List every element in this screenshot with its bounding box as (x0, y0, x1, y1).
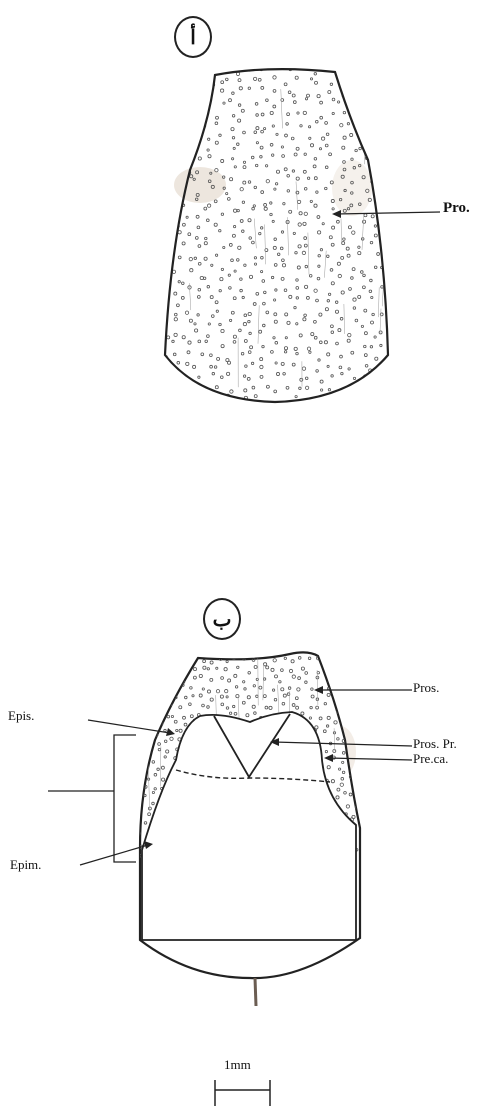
scale-bar (215, 1080, 270, 1106)
label-pro: Pro. (443, 200, 470, 217)
side-bracket (48, 735, 136, 862)
panel-a-letter: أ (190, 25, 196, 49)
label-epis: Epis. (8, 708, 34, 724)
label-epim: Epim. (10, 857, 41, 873)
panel-b-letter: ب (213, 607, 232, 631)
panel-a-marker: أ (174, 16, 212, 58)
paper-smudge (174, 167, 226, 203)
label-pros: Pros. (413, 680, 439, 696)
label-pros-pr: Pros. Pr. (413, 736, 457, 752)
pronotum-stipple (159, 65, 390, 406)
paper-smudge (332, 160, 372, 216)
label-pre-ca: Pre.ca. (413, 751, 448, 767)
pronotum-drawing (159, 65, 390, 406)
pronotum-outline (165, 69, 388, 402)
panel-b-marker: ب (203, 598, 241, 640)
basal-stalk (255, 978, 256, 1006)
scale-bar-label: 1mm (224, 1057, 251, 1073)
prosternum-drawing (133, 647, 360, 1006)
